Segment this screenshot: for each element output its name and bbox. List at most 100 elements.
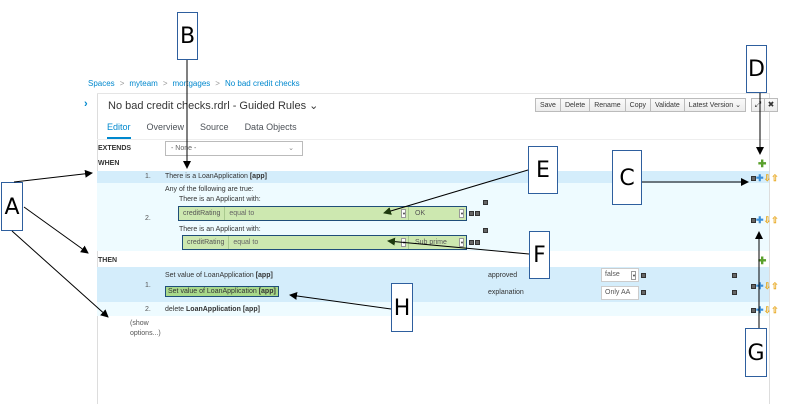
row-number: 1.: [145, 173, 151, 180]
set-value-action-selected[interactable]: Set value of LoanApplication [app]: [165, 286, 279, 297]
operator-select[interactable]: equal to ▼: [229, 236, 408, 249]
breadcrumb-separator: >: [215, 79, 220, 88]
annotation-d: D: [746, 45, 767, 93]
annotation-a: A: [1, 182, 23, 231]
extends-value: - None -: [171, 145, 197, 152]
annotation-h: H: [391, 283, 413, 332]
remove-constraint-icon[interactable]: [475, 211, 480, 216]
move-up-icon[interactable]: ⇧: [771, 173, 779, 183]
operator-select[interactable]: equal to ▼: [225, 207, 408, 220]
arrow-a-when: [13, 169, 93, 183]
annotation-e: E: [528, 146, 558, 194]
pattern-text: There is a LoanApplication: [165, 173, 248, 180]
action-text: Set value of LoanApplication: [168, 288, 257, 295]
validate-button[interactable]: Validate: [650, 98, 685, 112]
move-down-icon[interactable]: ⇩: [763, 281, 772, 291]
show-options-link[interactable]: (show options...): [130, 320, 161, 337]
delete-button[interactable]: Delete: [559, 98, 591, 112]
action-text: Set value of LoanApplication: [165, 272, 254, 279]
row-controls-when-1: ✚⇩⇧: [751, 173, 779, 184]
move-up-icon[interactable]: ⇧: [771, 305, 779, 315]
remove-action-icon[interactable]: [732, 273, 737, 278]
dropdown-arrow-icon: ▼: [459, 238, 464, 247]
move-down-icon[interactable]: ⇩: [763, 173, 772, 183]
remove-field-icon[interactable]: [641, 290, 646, 295]
breadcrumb-myteam[interactable]: myteam: [129, 79, 158, 88]
extends-label: EXTENDS: [98, 145, 132, 152]
chevron-down-icon: ⌄: [288, 145, 294, 152]
tab-source[interactable]: Source: [200, 122, 229, 132]
remove-pattern-icon[interactable]: [483, 228, 488, 233]
save-button[interactable]: Save: [535, 98, 561, 112]
insert-row-icon[interactable]: ✚: [756, 215, 764, 225]
field-label: creditRating: [183, 236, 230, 249]
move-up-icon[interactable]: ⇧: [771, 281, 779, 291]
tab-editor[interactable]: Editor: [107, 122, 131, 139]
remove-constraint-icon[interactable]: [469, 211, 474, 216]
insert-row-icon[interactable]: ✚: [756, 305, 764, 315]
breadcrumb-spaces[interactable]: Spaces: [88, 79, 115, 88]
page-title-text: No bad credit checks.rdrl - Guided Rules: [108, 100, 307, 112]
explanation-input[interactable]: Only AA: [601, 286, 639, 300]
insert-row-icon[interactable]: ✚: [756, 173, 764, 183]
when-label: WHEN: [98, 160, 120, 167]
action-binding: [app]: [242, 306, 260, 313]
close-icon[interactable]: ✖: [764, 98, 778, 112]
value-select[interactable]: Sub prime▼: [408, 236, 466, 249]
move-up-icon[interactable]: ⇧: [771, 215, 779, 225]
any-of-following-text[interactable]: Any of the following are true:: [165, 186, 254, 193]
applicant-pattern-text[interactable]: There is an Applicant with:: [179, 196, 261, 203]
add-action-icon[interactable]: ✚: [758, 256, 767, 267]
maximize-icon[interactable]: ⤢: [751, 98, 765, 112]
rename-button[interactable]: Rename: [589, 98, 626, 112]
latest-version-dropdown[interactable]: Latest Version ⌄: [683, 98, 746, 112]
remove-constraint-icon[interactable]: [469, 240, 474, 245]
page-title[interactable]: No bad credit checks.rdrl - Guided Rules…: [108, 99, 318, 112]
extends-select[interactable]: - None - ⌄: [165, 141, 303, 156]
panel-right-border: [769, 93, 770, 404]
expand-sidebar-icon[interactable]: ›: [84, 98, 88, 110]
row-controls-then-1: ✚⇩⇧: [751, 281, 779, 292]
toolbar: Save Delete Rename Copy Validate Latest …: [535, 98, 746, 112]
remove-row-icon[interactable]: [751, 284, 756, 289]
add-condition-icon[interactable]: ✚: [758, 159, 767, 170]
breadcrumb-current[interactable]: No bad credit checks: [224, 79, 300, 88]
operator-value: equal to: [233, 239, 259, 246]
arrow-a-options: [11, 230, 109, 318]
header-divider: [97, 93, 769, 94]
dropdown-arrow-icon: ▼: [401, 238, 406, 247]
applicant-pattern-text[interactable]: There is an Applicant with:: [179, 226, 261, 233]
constraint-row-2: creditRating equal to ▼ Sub prime▼: [182, 235, 467, 250]
insert-row-icon[interactable]: ✚: [756, 281, 764, 291]
remove-field-icon[interactable]: [641, 273, 646, 278]
set-value-action[interactable]: Set value of LoanApplication [app]: [165, 272, 273, 279]
dropdown-arrow-icon: ▼: [459, 209, 464, 218]
delete-action[interactable]: delete LoanApplication [app]: [165, 306, 260, 313]
move-down-icon[interactable]: ⇩: [763, 305, 772, 315]
remove-action-icon[interactable]: [732, 290, 737, 295]
move-down-icon[interactable]: ⇩: [763, 215, 772, 225]
annotation-b: B: [177, 12, 198, 60]
remove-constraint-icon[interactable]: [475, 240, 480, 245]
arrow-a-then: [23, 206, 89, 254]
explanation-value: Only AA: [605, 289, 631, 296]
remove-row-icon[interactable]: [751, 218, 756, 223]
when-pattern-loanapplication[interactable]: There is a LoanApplication [app]: [165, 173, 267, 180]
approved-select[interactable]: false▼: [601, 268, 639, 282]
value-select[interactable]: OK ▼: [408, 207, 466, 220]
chevron-down-icon: ⌄: [309, 100, 319, 112]
remove-row-icon[interactable]: [751, 176, 756, 181]
row-number: 2.: [145, 306, 151, 313]
remove-pattern-icon[interactable]: [483, 200, 488, 205]
copy-button[interactable]: Copy: [624, 98, 652, 112]
action-binding: [app]: [255, 272, 273, 279]
dropdown-arrow-icon: ▼: [401, 209, 406, 218]
then-row-2[interactable]: [97, 302, 769, 316]
value-text: OK: [415, 210, 426, 217]
row-number: 2.: [145, 215, 151, 222]
tab-overview[interactable]: Overview: [146, 122, 185, 132]
operator-value: equal to: [229, 210, 255, 217]
tab-data-objects[interactable]: Data Objects: [244, 122, 297, 132]
breadcrumb-mortgages[interactable]: mortgages: [172, 79, 211, 88]
remove-row-icon[interactable]: [751, 308, 756, 313]
